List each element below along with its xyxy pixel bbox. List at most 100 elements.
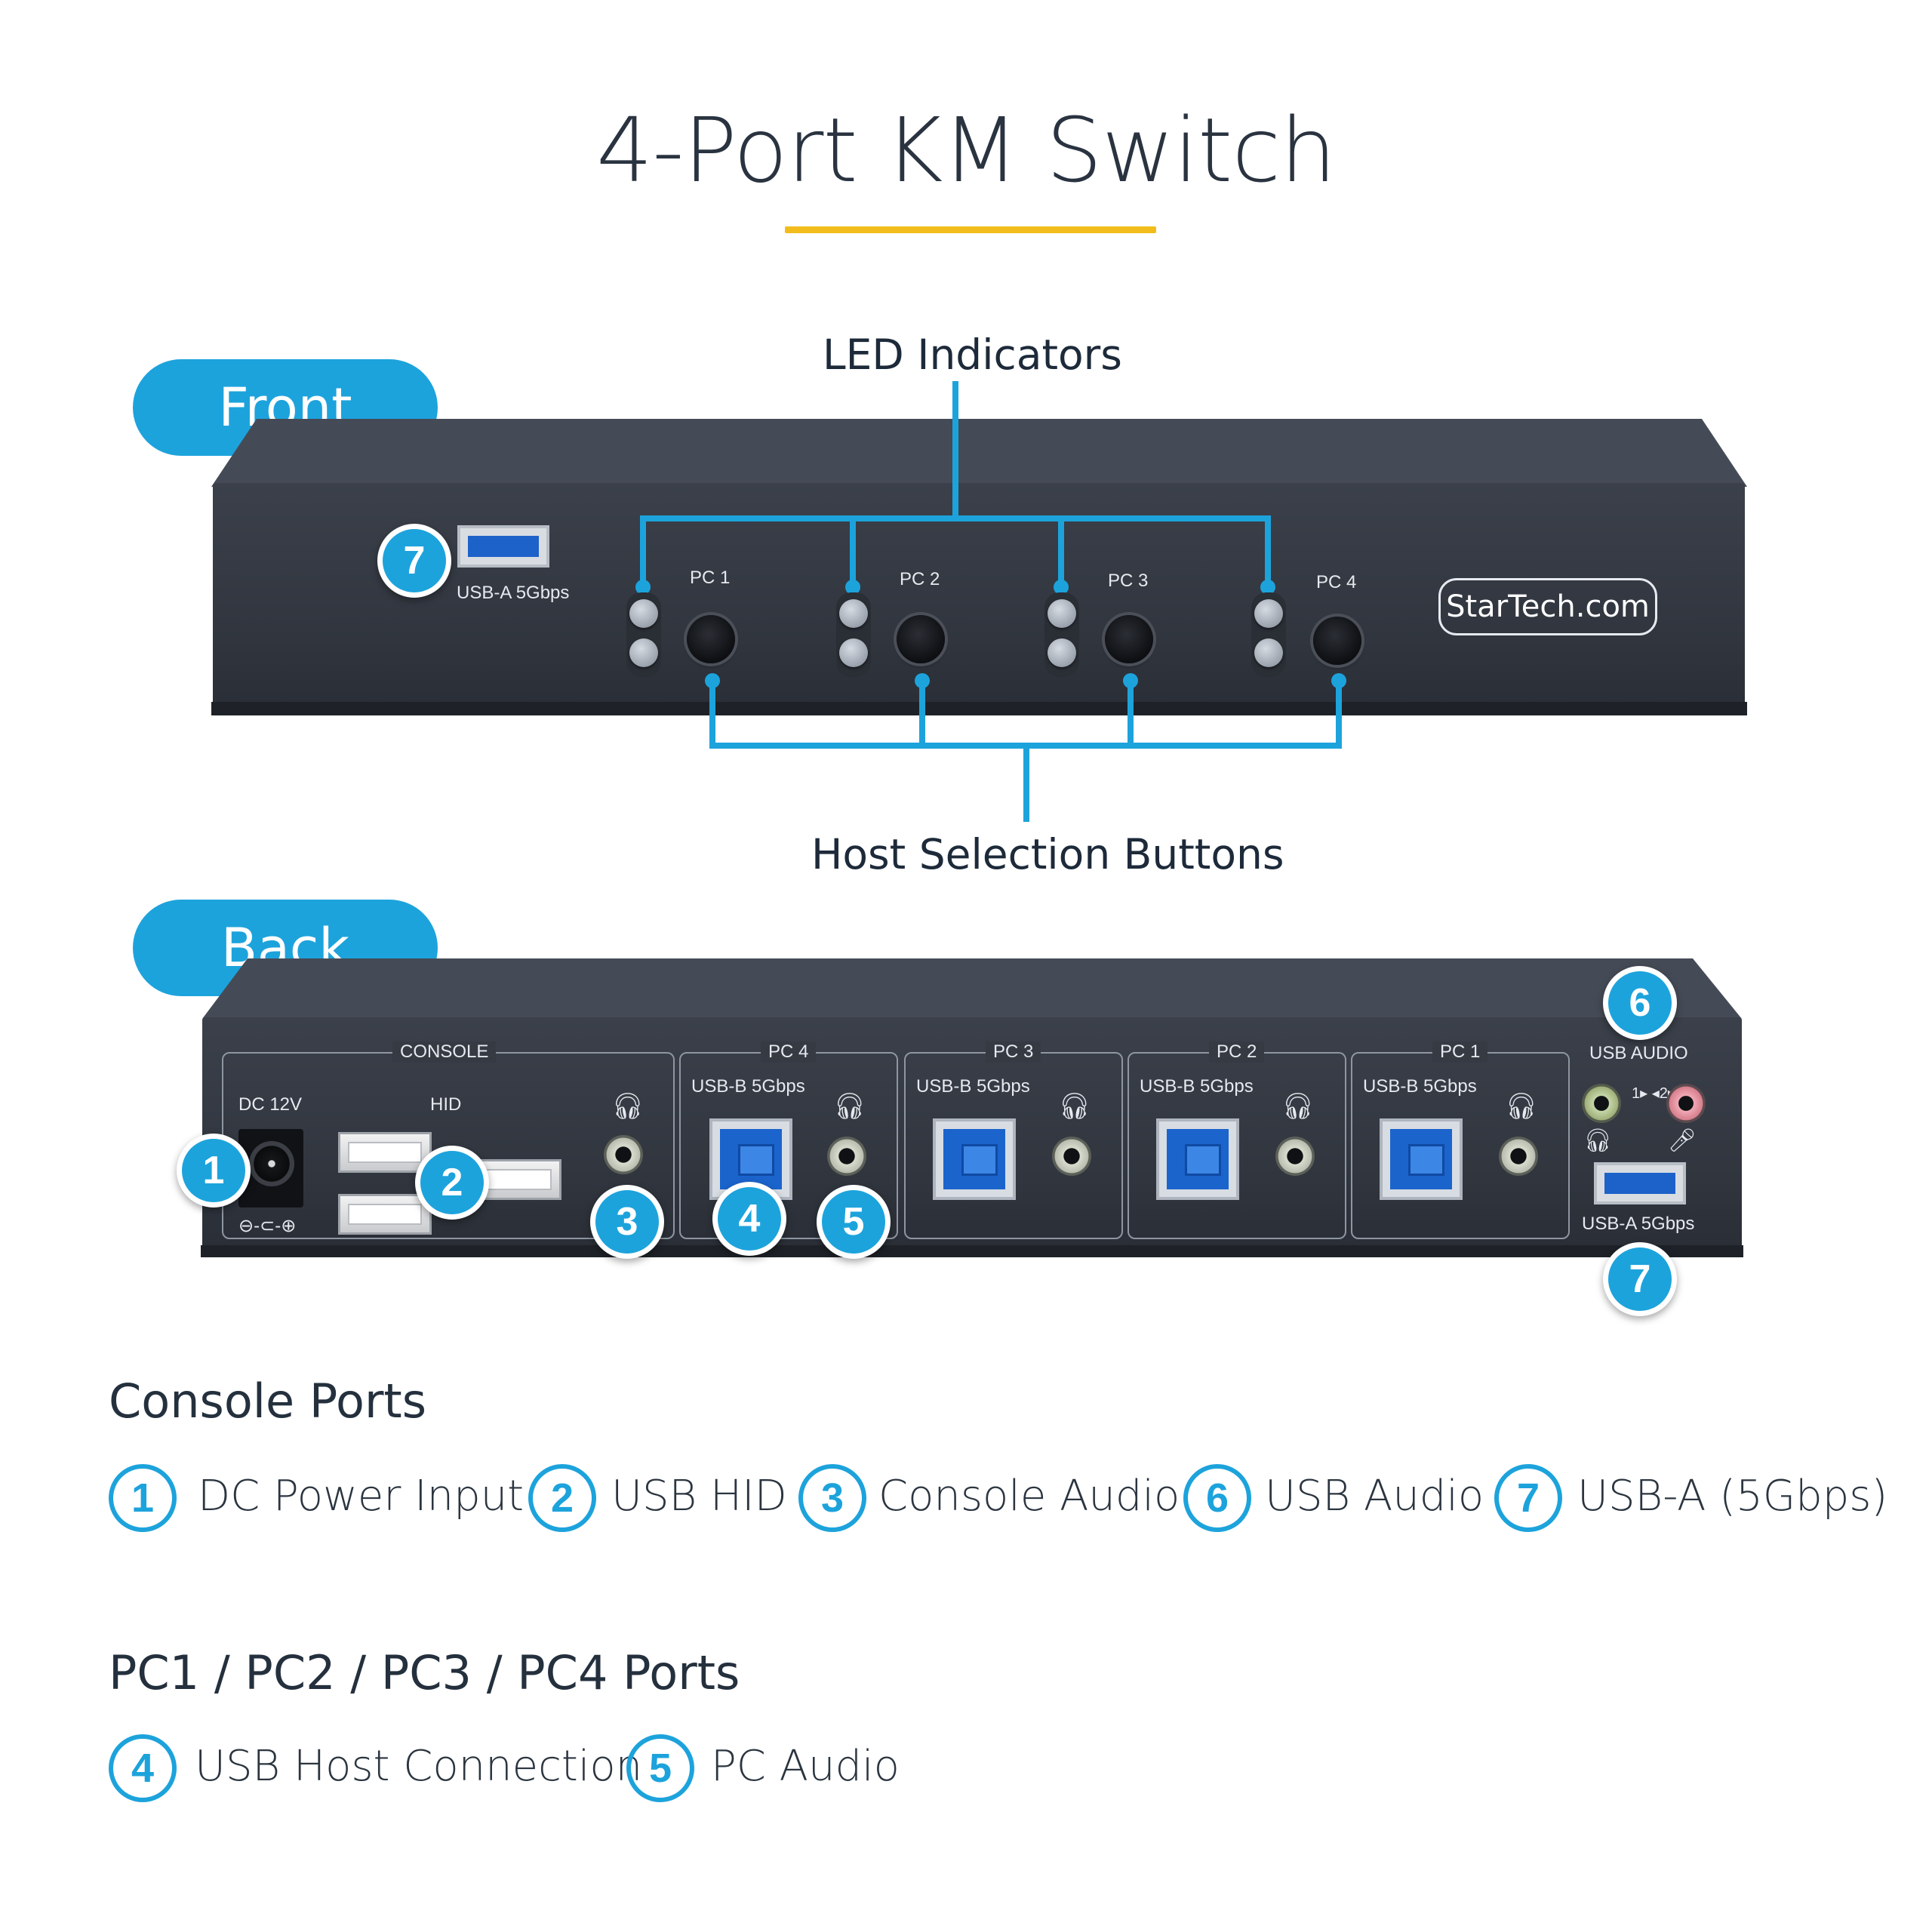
usb-audio-mic-jack xyxy=(1666,1084,1706,1123)
hid-label: HID xyxy=(430,1094,462,1115)
front-usb-a-port xyxy=(457,525,549,568)
back-badge-2: 2 xyxy=(415,1146,489,1220)
brand-logo-text: StarTech.com xyxy=(1446,589,1650,624)
pc4-usb-b-label: USB-B 5Gbps xyxy=(691,1076,805,1097)
legend-text-usb-a: USB-A (5Gbps) xyxy=(1577,1472,1888,1521)
back-usb-a-label: USB-A 5Gbps xyxy=(1582,1214,1695,1234)
led-pc3-top xyxy=(1048,599,1076,628)
pc1-audio-jack xyxy=(1499,1137,1538,1176)
legend-badge-7: 7 xyxy=(1494,1464,1562,1532)
btn-callout-drop-1 xyxy=(709,679,715,747)
usb-audio-headphone-jack xyxy=(1582,1084,1621,1123)
front-pc2-label: PC 2 xyxy=(900,569,940,589)
led-pc3-bottom xyxy=(1048,638,1076,667)
dc-power-jack xyxy=(249,1141,294,1186)
led-callout-drop-3 xyxy=(1058,515,1064,587)
pc2-usb-b-port xyxy=(1156,1118,1239,1200)
front-device-top-shape xyxy=(211,419,1747,487)
microphone-icon: 🎤︎ xyxy=(1668,1128,1697,1153)
pc3-group-title: PC 3 xyxy=(986,1041,1041,1063)
pc1-usb-b-label: USB-B 5Gbps xyxy=(1363,1076,1477,1097)
usb-audio-headphone-icon: 🎧︎ xyxy=(1583,1128,1613,1153)
front-pc4-label: PC 4 xyxy=(1316,572,1357,592)
pc3-usb-b-label: USB-B 5Gbps xyxy=(916,1076,1030,1097)
legend-text-pc-audio: PC Audio xyxy=(711,1742,900,1791)
led-pc1-top xyxy=(629,599,658,628)
dc-polarity-label: ⊖-⊂-⊕ xyxy=(238,1216,297,1236)
btn-callout-drop-3 xyxy=(1128,679,1134,747)
pc2-usb-b-label: USB-B 5Gbps xyxy=(1140,1076,1254,1097)
usb-audio-label: USB AUDIO xyxy=(1589,1043,1688,1063)
back-usb-a-port xyxy=(1594,1162,1686,1204)
back-badge-6: 6 xyxy=(1603,966,1677,1040)
led-callout-dot-4 xyxy=(1260,580,1275,595)
pc-ports-heading: PC1 / PC2 / PC3 / PC4 Ports xyxy=(109,1645,740,1700)
legend-badge-1: 1 xyxy=(109,1464,177,1532)
pc1-group-title: PC 1 xyxy=(1432,1041,1488,1063)
legend-text-usb-hid: USB HID xyxy=(611,1472,787,1521)
front-pc3-label: PC 3 xyxy=(1108,571,1149,591)
legend-badge-6: 6 xyxy=(1183,1464,1251,1532)
led-pc2-top xyxy=(839,599,868,628)
led-callout-bar xyxy=(640,515,1271,521)
btn-callout-drop-2 xyxy=(919,679,925,747)
pc4-group-title: PC 4 xyxy=(761,1041,817,1063)
usb-audio-switch-label: 1▸ ◂2▸ xyxy=(1632,1085,1675,1102)
led-callout-dot-2 xyxy=(845,580,860,595)
console-usb-hid-port-2 xyxy=(338,1194,432,1235)
led-callout-drop-2 xyxy=(850,515,856,587)
btn-callout-stem xyxy=(1023,743,1029,822)
front-badge-7: 7 xyxy=(377,524,451,598)
legend-badge-4: 4 xyxy=(109,1734,177,1802)
led-indicators-caption: LED Indicators xyxy=(823,331,1122,379)
btn-callout-drop-4 xyxy=(1336,679,1342,747)
front-pc1-label: PC 1 xyxy=(690,568,731,588)
legend-badge-2: 2 xyxy=(528,1464,596,1532)
front-device-base xyxy=(211,702,1747,715)
brand-logo: StarTech.com xyxy=(1438,578,1657,635)
console-audio-jack xyxy=(604,1135,643,1174)
legend-text-dc-power: DC Power Input xyxy=(198,1472,525,1521)
back-device-top-shape xyxy=(202,958,1742,1019)
dc-12v-label: DC 12V xyxy=(238,1094,303,1115)
pc1-usb-b-port xyxy=(1380,1118,1463,1200)
back-device-top xyxy=(202,958,1742,1019)
front-device-top xyxy=(211,419,1747,494)
led-pc1-bottom xyxy=(629,638,658,667)
title-underline xyxy=(785,226,1156,233)
console-ports-heading: Console Ports xyxy=(109,1374,427,1429)
host-select-button-pc3[interactable] xyxy=(1105,615,1153,663)
pc2-group-title: PC 2 xyxy=(1209,1041,1265,1063)
console-usb-hid-port-1 xyxy=(338,1132,432,1173)
pc3-usb-b-port xyxy=(933,1118,1016,1200)
led-callout-drop-1 xyxy=(640,515,646,587)
pc4-headphone-icon: 🎧︎ xyxy=(833,1092,866,1121)
back-badge-4: 4 xyxy=(712,1182,786,1256)
pc3-audio-jack xyxy=(1052,1137,1091,1176)
led-pc4-bottom xyxy=(1254,638,1283,667)
legend-text-usb-host: USB Host Connection xyxy=(195,1742,643,1791)
front-usb-a-label: USB-A 5Gbps xyxy=(457,583,570,603)
host-selection-buttons-caption: Host Selection Buttons xyxy=(811,830,1284,878)
led-callout-dot-3 xyxy=(1054,580,1069,595)
pc2-audio-jack xyxy=(1275,1137,1315,1176)
legend-badge-5: 5 xyxy=(626,1734,694,1802)
page-title: 4-Port KM Switch xyxy=(596,98,1337,202)
host-select-button-pc2[interactable] xyxy=(897,615,945,663)
host-select-button-pc1[interactable] xyxy=(687,615,735,663)
legend-badge-3: 3 xyxy=(798,1464,866,1532)
console-headphone-icon: 🎧︎ xyxy=(611,1092,645,1121)
pc3-headphone-icon: 🎧︎ xyxy=(1058,1092,1091,1121)
led-pc2-bottom xyxy=(839,638,868,667)
pc4-audio-jack xyxy=(827,1137,866,1176)
pc1-headphone-icon: 🎧︎ xyxy=(1505,1092,1538,1121)
legend-text-console-audio: Console Audio xyxy=(878,1472,1180,1521)
led-callout-stem xyxy=(952,381,958,517)
led-pc4-top xyxy=(1254,599,1283,628)
back-badge-3: 3 xyxy=(590,1185,664,1259)
legend-text-usb-audio: USB Audio xyxy=(1265,1472,1484,1521)
led-callout-dot-1 xyxy=(635,580,651,595)
back-device-base xyxy=(201,1245,1743,1257)
back-badge-5: 5 xyxy=(817,1185,891,1259)
host-select-button-pc4[interactable] xyxy=(1313,617,1361,665)
